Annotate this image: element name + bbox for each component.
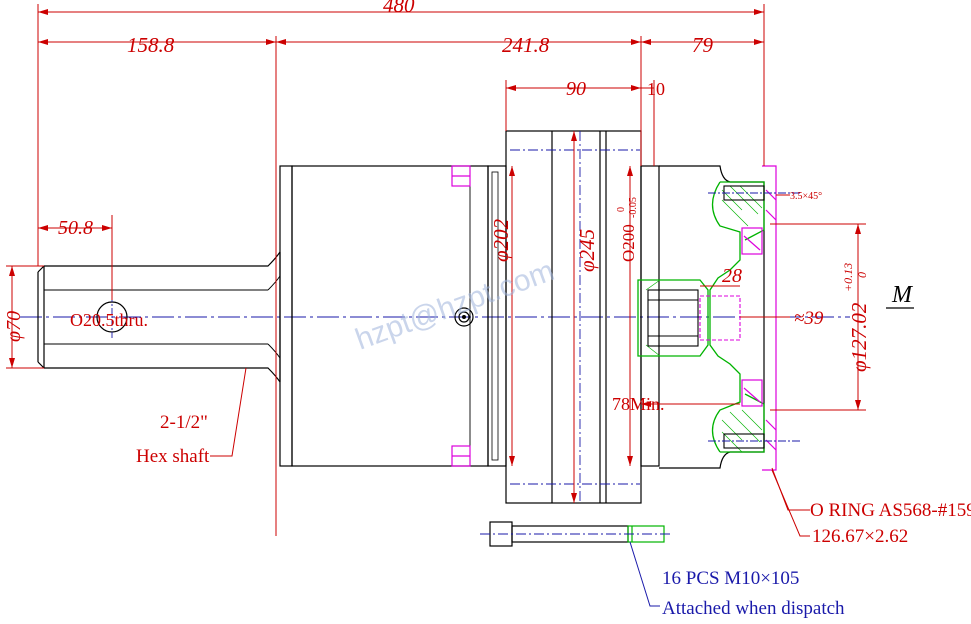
dim-chamfer: 3.5×45° (790, 191, 822, 202)
dim-pilot-tol-upper: 0 (616, 207, 627, 212)
body-bolts (451, 165, 471, 467)
label-oring-spec: O RING AS568-#159 (810, 500, 971, 521)
arrowheads (9, 9, 861, 503)
dim-pilot-dia: O200 (619, 224, 638, 262)
label-hex-shaft: Hex shaft (136, 446, 210, 467)
label-section-mark: M (891, 282, 914, 308)
leader-lines (210, 194, 810, 607)
dim-flange-bolt-dia: φ127.02 (847, 302, 871, 372)
dim-hole-offset: 50.8 (58, 217, 93, 239)
dim-overall-length: 480 (383, 0, 415, 17)
seal-outline (637, 181, 765, 453)
dim-bore-dia: ≈39 (794, 308, 824, 329)
label-hex-shaft-size: 2-1/2" (160, 412, 208, 433)
flange-bolt-centerlines (708, 192, 800, 442)
dim-body-length: 241.8 (502, 33, 550, 57)
label-oring-size: 126.67×2.62 (812, 526, 908, 547)
oring-area (741, 165, 777, 471)
dim-body-dia: φ202 (489, 218, 513, 262)
dim-flange-tol-upper: +0.13 (841, 263, 855, 292)
bore (647, 289, 741, 347)
dim-gap: 10 (647, 79, 665, 99)
dim-shaft-length: 158.8 (127, 33, 175, 57)
housing-bolt-centerlines (510, 131, 640, 503)
dim-bore-depth: 28 (722, 265, 742, 287)
grease-fitting (454, 307, 474, 327)
dim-pilot-tol-lower: -0.05 (628, 197, 639, 218)
watermark: hzpt@hzpt.com (351, 254, 559, 356)
dim-shaft-dia: φ70 (3, 311, 25, 342)
dim-housing-dia: φ245 (575, 229, 599, 272)
label-bolts-qty: 16 PCS M10×105 (662, 568, 799, 589)
dim-housing-width: 90 (566, 78, 586, 100)
dim-flange-length: 79 (692, 33, 714, 57)
loose-bolt (480, 521, 670, 547)
dim-flange-tol-lower: 0 (855, 272, 869, 278)
dim-min-length: 78Min. (612, 394, 665, 414)
seal-hatch (645, 185, 763, 453)
label-cross-hole: O20.5thru. (70, 310, 148, 330)
cross-hole (96, 296, 128, 338)
label-bolts-note: Attached when dispatch (662, 598, 845, 619)
